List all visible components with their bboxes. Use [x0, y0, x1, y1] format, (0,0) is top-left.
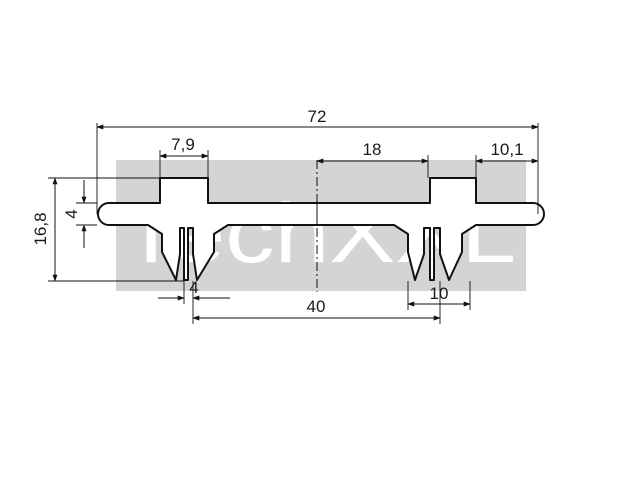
dim-4-vertical-label: 4 — [62, 209, 81, 218]
dim-18-label: 18 — [363, 140, 382, 159]
dimension-lines — [52, 124, 539, 321]
dim-10-label: 10 — [430, 284, 449, 303]
dim-16-8-label: 16,8 — [31, 212, 50, 245]
dim-10-1-label: 10,1 — [490, 140, 523, 159]
dim-72-label: 72 — [308, 107, 327, 126]
dim-4-horizontal-label: 4 — [189, 278, 198, 297]
dim-40-label: 40 — [307, 297, 326, 316]
dim-7-9-label: 7,9 — [171, 135, 195, 154]
